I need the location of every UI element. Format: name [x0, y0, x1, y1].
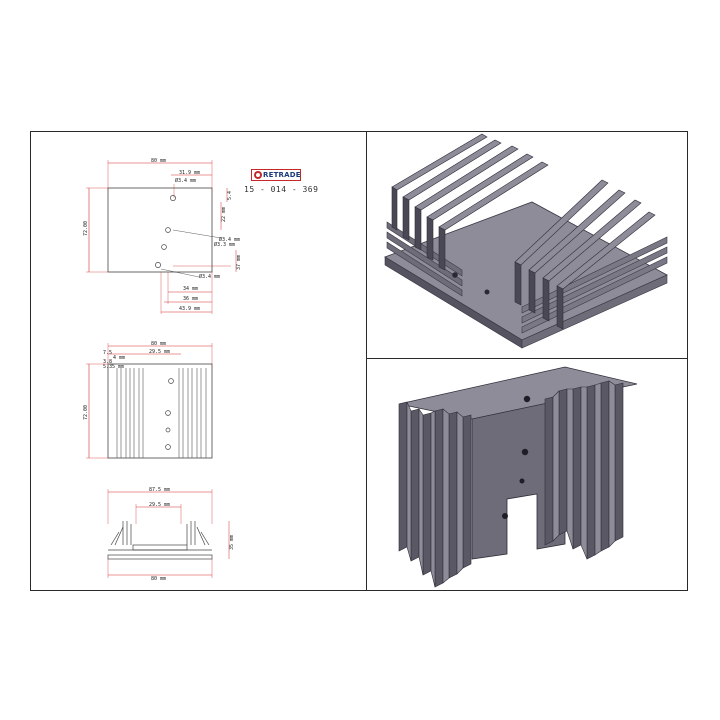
- bottom-dim-3: 43.9 mm: [179, 306, 200, 312]
- mounting-hole: [155, 262, 161, 268]
- mounting-hole: [170, 195, 176, 201]
- mounting-hole: [165, 227, 171, 233]
- render-standing-panel: [367, 359, 687, 590]
- mounting-hole: [161, 244, 167, 250]
- profile-inner-label: 29.5 mm: [149, 502, 170, 508]
- fin-lines: [116, 368, 207, 458]
- svg-text:Ø3.4 mm: Ø3.4 mm: [219, 236, 240, 243]
- part-number: 15 - 014 - 369: [244, 185, 319, 194]
- profile-top-label: 87.5 mm: [149, 487, 170, 493]
- top-view-outline: [107, 187, 213, 273]
- front-inner-label: 29.5 mm: [149, 349, 170, 355]
- brand-logo: RETRADE: [251, 169, 301, 181]
- hole-dia-top-label: Ø3.4 mm: [175, 177, 196, 184]
- svg-text:5.4: 5.4: [227, 191, 233, 200]
- svg-text:3.8: 3.8: [103, 359, 112, 365]
- front-width-label: 80 mm: [151, 341, 166, 347]
- heatsink-render-top: [384, 133, 668, 349]
- front-height-label: 72.00: [83, 405, 89, 420]
- mounting-hole: [168, 378, 174, 384]
- heatsink-render-bottom: [398, 366, 638, 588]
- svg-text:37 mm: 37 mm: [236, 255, 242, 270]
- front-view: 80 mm 29.5 mm 7.5 4 mm 3.8 5.35 mm 72.00: [83, 341, 213, 459]
- mounting-hole: [165, 444, 171, 450]
- front-view-outline: [107, 363, 213, 459]
- bottom-dim-2: 36 mm: [183, 296, 198, 302]
- svg-text:4 mm: 4 mm: [113, 355, 125, 361]
- technical-drawing: 80 mm 31.9 mm Ø3.4 mm 72.00 5.4: [83, 158, 242, 582]
- drawing-sheet: 80 mm 31.9 mm Ø3.4 mm 72.00 5.4: [30, 131, 688, 591]
- top-view: 80 mm 31.9 mm Ø3.4 mm 72.00 5.4: [83, 158, 242, 314]
- svg-text:7.5: 7.5: [103, 350, 112, 356]
- svg-text:Ø3.3 mm: Ø3.3 mm: [214, 241, 235, 248]
- svg-text:5.35 mm: 5.35 mm: [103, 364, 124, 370]
- svg-text:Ø3.4 mm: Ø3.4 mm: [199, 273, 220, 280]
- svg-text:22 mm: 22 mm: [221, 207, 227, 222]
- profile-height-label: 35 mm: [229, 535, 235, 550]
- render-perspective-panel: [367, 132, 687, 359]
- profile-base-label: 80 mm: [151, 576, 166, 582]
- brand-name: RETRADE: [263, 171, 301, 179]
- top-height-label: 72.00: [83, 221, 89, 236]
- brand-mark-icon: [254, 171, 262, 179]
- bottom-dim-1: 34 mm: [183, 286, 198, 292]
- mounting-hole: [165, 410, 171, 416]
- hole-offset-label: 31.9 mm: [179, 170, 200, 176]
- technical-drawing-panel: 80 mm 31.9 mm Ø3.4 mm 72.00 5.4: [31, 132, 367, 590]
- profile-view: 87.5 mm 29.5 mm: [107, 487, 235, 582]
- mounting-hole: [165, 427, 171, 433]
- top-width-label: 80 mm: [151, 158, 166, 164]
- profile-outline: [107, 521, 213, 560]
